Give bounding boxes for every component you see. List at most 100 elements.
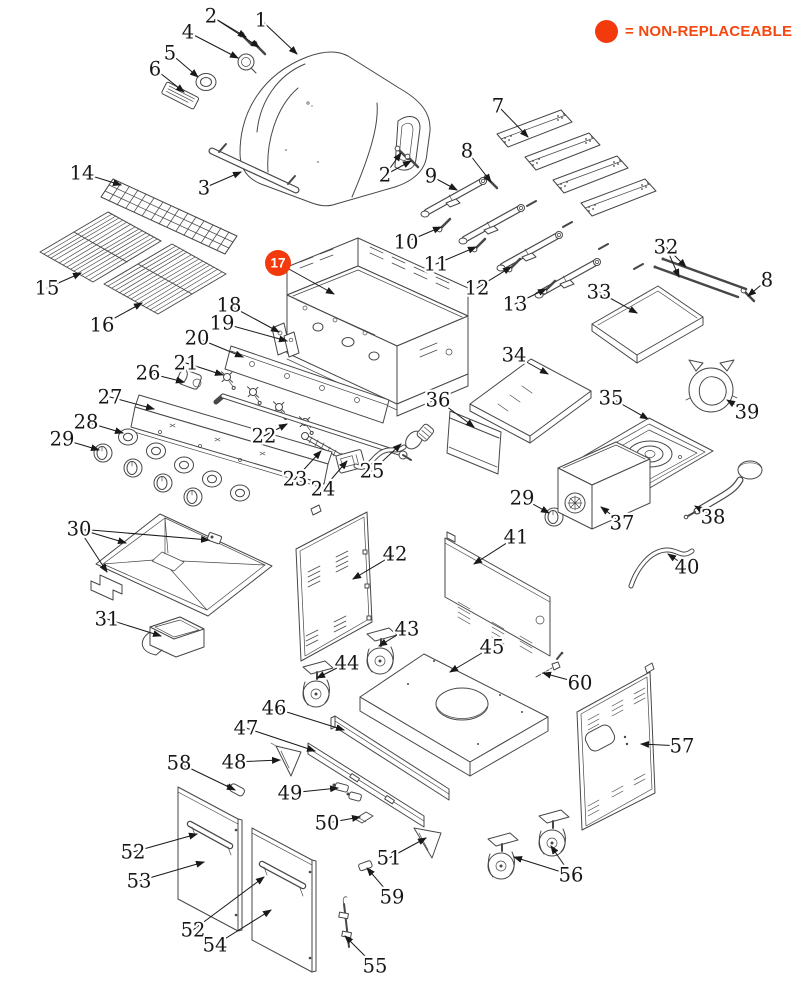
left-door-drawing [177,786,243,932]
leader-line-22 [263,423,288,437]
leader-line-30 [78,528,210,543]
burner-tubes-drawing [421,178,644,299]
part-callout-59: 59 [380,886,405,909]
leader-line-10 [405,226,442,243]
side-shelf-drawing [469,358,592,444]
leader-line-27 [109,396,155,411]
control-panel-drawing [130,394,333,489]
leader-line-7 [497,105,529,138]
lid-handle-drawing [208,143,300,194]
leader-line-31 [106,618,162,637]
leader-line-2 [384,152,402,176]
leader-line-34 [513,354,549,375]
leader-line-4 [187,31,239,59]
leader-line-9 [430,175,458,191]
grease-tray-drawing [90,513,273,617]
part-callout-44: 44 [335,652,360,675]
leader-line-50 [326,814,361,824]
part-callout-29: 29 [50,428,75,451]
part-callout-53: 53 [127,870,152,893]
leader-line-43 [378,628,408,647]
bottom-shelf-drawing [359,653,549,777]
leader-line-30 [78,528,108,573]
leader-line-29 [61,438,100,452]
part-callout-20: 20 [185,327,210,350]
back-panel-drawing [444,531,551,657]
legend-text: = NON-REPLACEABLE [625,23,793,40]
leader-line-2 [210,15,260,48]
part-callout-51: 51 [377,847,402,870]
part-callout-3: 3 [198,177,210,200]
leader-line-60 [542,671,581,684]
part-callout-43: 43 [395,618,420,641]
part-callout-15: 15 [35,277,60,300]
part-callout-45: 45 [480,636,505,659]
leader-line-40 [667,553,688,568]
leader-line-37 [600,506,623,524]
part-callout-60: 60 [568,672,593,695]
part-callout-18: 18 [217,294,242,317]
part-callout-28: 28 [74,411,99,434]
leader-line-46 [273,707,345,731]
part-callout-9: 9 [425,165,437,188]
side-burner-tube-drawing [683,460,763,520]
part-callout-41: 41 [504,526,529,549]
leader-line-18 [228,304,280,333]
part-callout-32: 32 [654,236,679,259]
leader-line-44 [316,662,348,679]
door-rod-drawing [338,896,352,948]
part-callout-38: 38 [701,506,726,529]
part-callout-7: 7 [492,95,504,118]
part-callout-47: 47 [234,717,259,740]
side-panel-piece-drawing [446,410,502,475]
part-callout-24: 24 [311,478,336,501]
part-callout-27: 27 [98,386,123,409]
part-callout-40: 40 [675,556,700,579]
leader-line-56 [513,856,572,876]
part-callout-55: 55 [363,955,388,978]
leader-line-32 [665,246,687,268]
right-side-panel-drawing [576,662,656,831]
thermometer-drawing [237,53,257,74]
firebox-drawing [286,237,469,417]
leader-line-52 [132,832,198,853]
part-callout-17: 17 [270,256,285,271]
side-shelf-cover-drawing [591,285,704,364]
rear-panel-drawing [224,345,390,424]
part-callout-2: 2 [205,5,217,28]
leader-line-12 [476,266,512,289]
part-callout-39: 39 [735,401,760,424]
leader-line-15 [46,272,82,289]
side-hose-drawing [628,547,695,589]
part-callout-52: 52 [181,919,206,942]
leader-line-39 [726,399,748,413]
leader-line-52 [192,876,265,931]
part-callout-52: 52 [121,841,146,864]
leader-line-38 [694,505,714,518]
part-callout-26: 26 [136,362,161,385]
leader-line-47 [245,727,316,752]
leader-line-14 [81,172,122,186]
part-callout-1: 1 [255,9,267,32]
leader-line-51 [388,837,427,859]
leader-line-58 [178,762,236,791]
right-door-drawing [251,827,317,973]
leader-line-33 [598,291,638,314]
leader-line-1 [260,19,298,55]
part-callout-11: 11 [424,253,449,276]
part-callout-14: 14 [70,162,95,185]
part-callout-30: 30 [67,518,92,541]
leader-line-28 [85,421,124,435]
leader-line-48 [233,756,281,764]
leader-line-59 [366,867,393,898]
heat-plates-drawing [496,109,657,217]
side-burner-box-drawing [557,441,651,530]
cross-brace-drawing [330,715,450,801]
part-callout-57: 57 [670,735,695,758]
leader-line-26 [147,372,185,384]
part-callout-54: 54 [203,934,228,957]
non-replaceable-dot-icon [595,20,618,43]
part-callout-4: 4 [182,21,194,44]
part-callout-34: 34 [502,344,527,367]
part-callout-58: 58 [167,752,192,775]
